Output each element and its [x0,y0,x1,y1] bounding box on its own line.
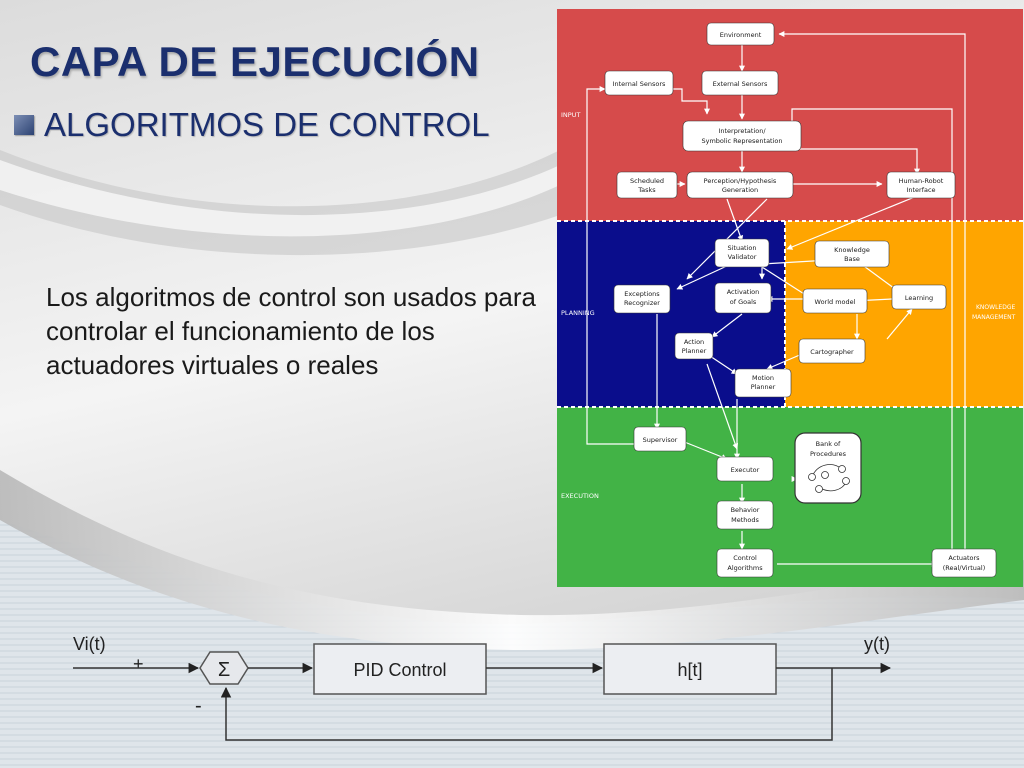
node-label: Human-Robot [899,177,944,185]
pid-plus-sign: + [133,654,144,674]
node-exceptions-recognizer [613,284,671,314]
node-world-model [802,288,868,314]
node-label: Situation [727,244,756,252]
node-label: Methods [731,516,759,524]
procedure-graph-icon [808,464,850,493]
node-label: Symbolic Representation [701,137,782,145]
node-label: Scheduled [630,177,664,185]
pid-controller-block [313,643,487,695]
node-label: of Goals [730,298,757,306]
node-label: Actuators [948,554,980,562]
pid-feedback-line [220,668,833,741]
node-label: Supervisor [643,436,678,444]
region-label-knowledge-1: KNOWLEDGE [976,304,1015,311]
node-internal-sensors [604,70,674,96]
region-label-input: INPUT [561,111,580,119]
node-label: Planner [751,383,776,391]
node-label: Procedures [810,450,847,458]
node-label: Generation [722,186,758,194]
plant-label: h[t] [677,660,702,680]
architecture-diagram: INPUT PLANNING KNOWLEDGE MANAGEMENT EXEC… [557,9,1023,587]
bullet-square-icon [14,115,34,135]
node-environment [706,22,775,46]
node-label: Action [684,338,704,346]
node-label: Algorithms [727,564,763,572]
pid-output-label: y(t) [864,634,890,654]
node-label: Motion [752,374,774,382]
node-label: (Real/Virtual) [943,564,986,572]
pid-minus-sign: - [195,695,202,717]
body-paragraph: Los algoritmos de control son usados par… [46,282,536,380]
node-actuators [931,548,997,578]
node-label: Learning [905,294,933,302]
node-knowledge-base [814,240,890,268]
node-label: Executor [731,466,760,474]
node-label: Validator [728,253,757,261]
node-label: Activation [727,288,760,296]
node-label: Tasks [637,186,656,194]
bullet-text: ALGORITMOS DE CONTROL [44,106,490,143]
node-label: Recognizer [624,299,660,307]
node-cartographer [798,338,866,364]
node-label: Bank of [816,440,841,448]
node-executor [716,456,774,482]
pid-input-label: Vi(t) [73,634,106,654]
node-label: External Sensors [713,80,768,88]
node-label: Control [733,554,757,562]
node-label: Interface [906,186,935,194]
node-label: Perception/Hypothesis [704,177,777,185]
bullet-item: ALGORITMOS DE CONTROL [14,106,490,144]
node-label: World model [815,298,856,306]
slide-title: CAPA DE EJECUCIÓN [30,38,480,85]
node-interpretation [682,120,802,152]
node-label: Planner [682,347,707,355]
node-label: Knowledge [834,246,870,254]
node-label: Environment [720,31,762,39]
pid-block-diagram: Vi(t) + - y(t) Σ PID Control h[t] [73,634,892,741]
plant-block [603,643,777,695]
node-scheduled-tasks [616,171,678,199]
region-label-knowledge-2: MANAGEMENT [972,314,1016,321]
node-label: Interpretation/ [718,127,766,135]
region-label-planning: PLANNING [561,309,595,317]
node-label: Cartographer [810,348,854,356]
node-control-algorithms [716,548,774,578]
pid-controller-label: PID Control [353,660,446,680]
node-action-planner [674,332,714,360]
summing-symbol: Σ [218,659,230,681]
node-motion-planner [734,368,792,398]
node-activation-goals [714,282,772,314]
node-perception [686,171,794,199]
node-behavior-methods [716,500,774,530]
region-label-execution: EXECUTION [561,492,599,500]
node-human-robot-interface [886,171,956,199]
node-label: Internal Sensors [613,80,666,88]
node-bank-of-procedures [794,432,862,504]
node-external-sensors [701,70,779,96]
node-supervisor [633,426,687,452]
node-label: Exceptions [624,290,660,298]
node-situation-validator [714,238,770,268]
node-learning [891,284,947,310]
node-label: Behavior [731,506,760,514]
node-label: Base [844,255,860,263]
